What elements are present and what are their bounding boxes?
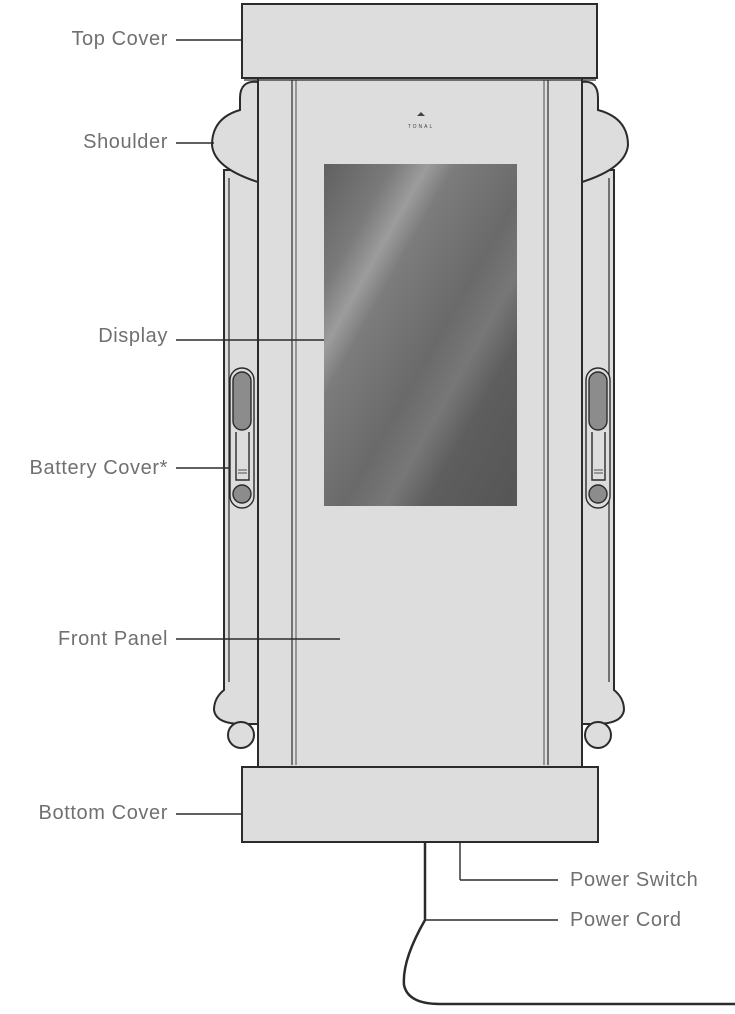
- label-power-switch: Power Switch: [570, 869, 699, 891]
- leader-lines: [176, 39, 558, 921]
- power-cord: [402, 842, 735, 1006]
- label-top-cover: Top Cover: [71, 28, 168, 50]
- left-battery-cover: [229, 367, 255, 509]
- bottom-cover: [241, 766, 599, 843]
- label-bottom-cover: Bottom Cover: [38, 802, 168, 824]
- label-display: Display: [98, 325, 168, 347]
- label-front-panel: Front Panel: [58, 628, 168, 650]
- tonal-logo-text: TONAL: [408, 124, 435, 130]
- label-shoulder: Shoulder: [83, 131, 168, 153]
- tonal-logo-icon: [417, 112, 425, 116]
- label-power-cord: Power Cord: [570, 909, 682, 931]
- left-shoulder: [210, 80, 259, 184]
- top-cover: [241, 3, 598, 79]
- right-battery-cover: [585, 367, 611, 509]
- label-battery-cover: Battery Cover*: [29, 457, 168, 479]
- right-shoulder: [581, 80, 630, 184]
- display-screen: [324, 164, 517, 506]
